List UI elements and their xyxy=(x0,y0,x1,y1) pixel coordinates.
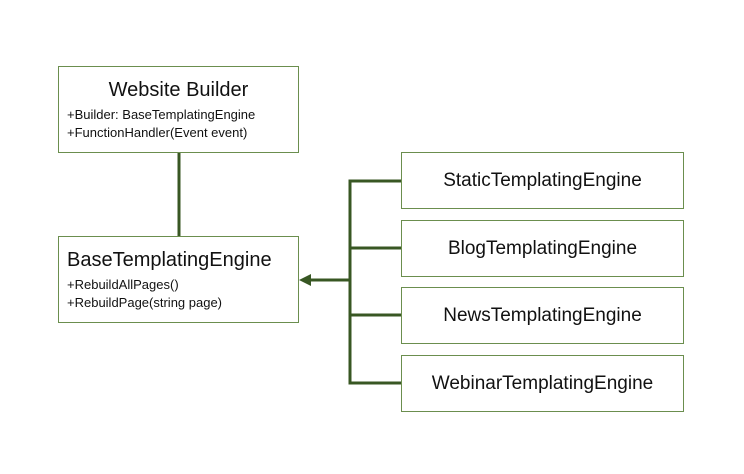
website-builder-title: Website Builder xyxy=(108,79,249,101)
website-builder-member: +FunctionHandler(Event event) xyxy=(67,124,248,140)
webinar-templating-engine-box: WebinarTemplatingEngine xyxy=(401,355,684,412)
arrowhead-icon xyxy=(299,274,311,286)
blog-templating-engine-box: BlogTemplatingEngine xyxy=(401,220,684,277)
webinar-engine-title: WebinarTemplatingEngine xyxy=(431,372,654,394)
base-engine-member: +RebuildAllPages() xyxy=(67,277,179,292)
website-builder-member: +Builder: BaseTemplatingEngine xyxy=(67,107,256,122)
base-engine-title: BaseTemplatingEngine xyxy=(67,249,272,271)
static-engine-title: StaticTemplatingEngine xyxy=(443,169,642,191)
blog-engine-title: BlogTemplatingEngine xyxy=(447,237,638,259)
static-templating-engine-box: StaticTemplatingEngine xyxy=(401,152,684,209)
news-engine-title: NewsTemplatingEngine xyxy=(443,304,642,326)
news-templating-engine-box: NewsTemplatingEngine xyxy=(401,287,684,344)
website-builder-class-box: Website Builder +Builder: BaseTemplating… xyxy=(58,66,299,153)
base-engine-member: +RebuildPage(string page) xyxy=(67,294,223,310)
base-templating-engine-class-box: BaseTemplatingEngine +RebuildAllPages() … xyxy=(58,236,299,323)
